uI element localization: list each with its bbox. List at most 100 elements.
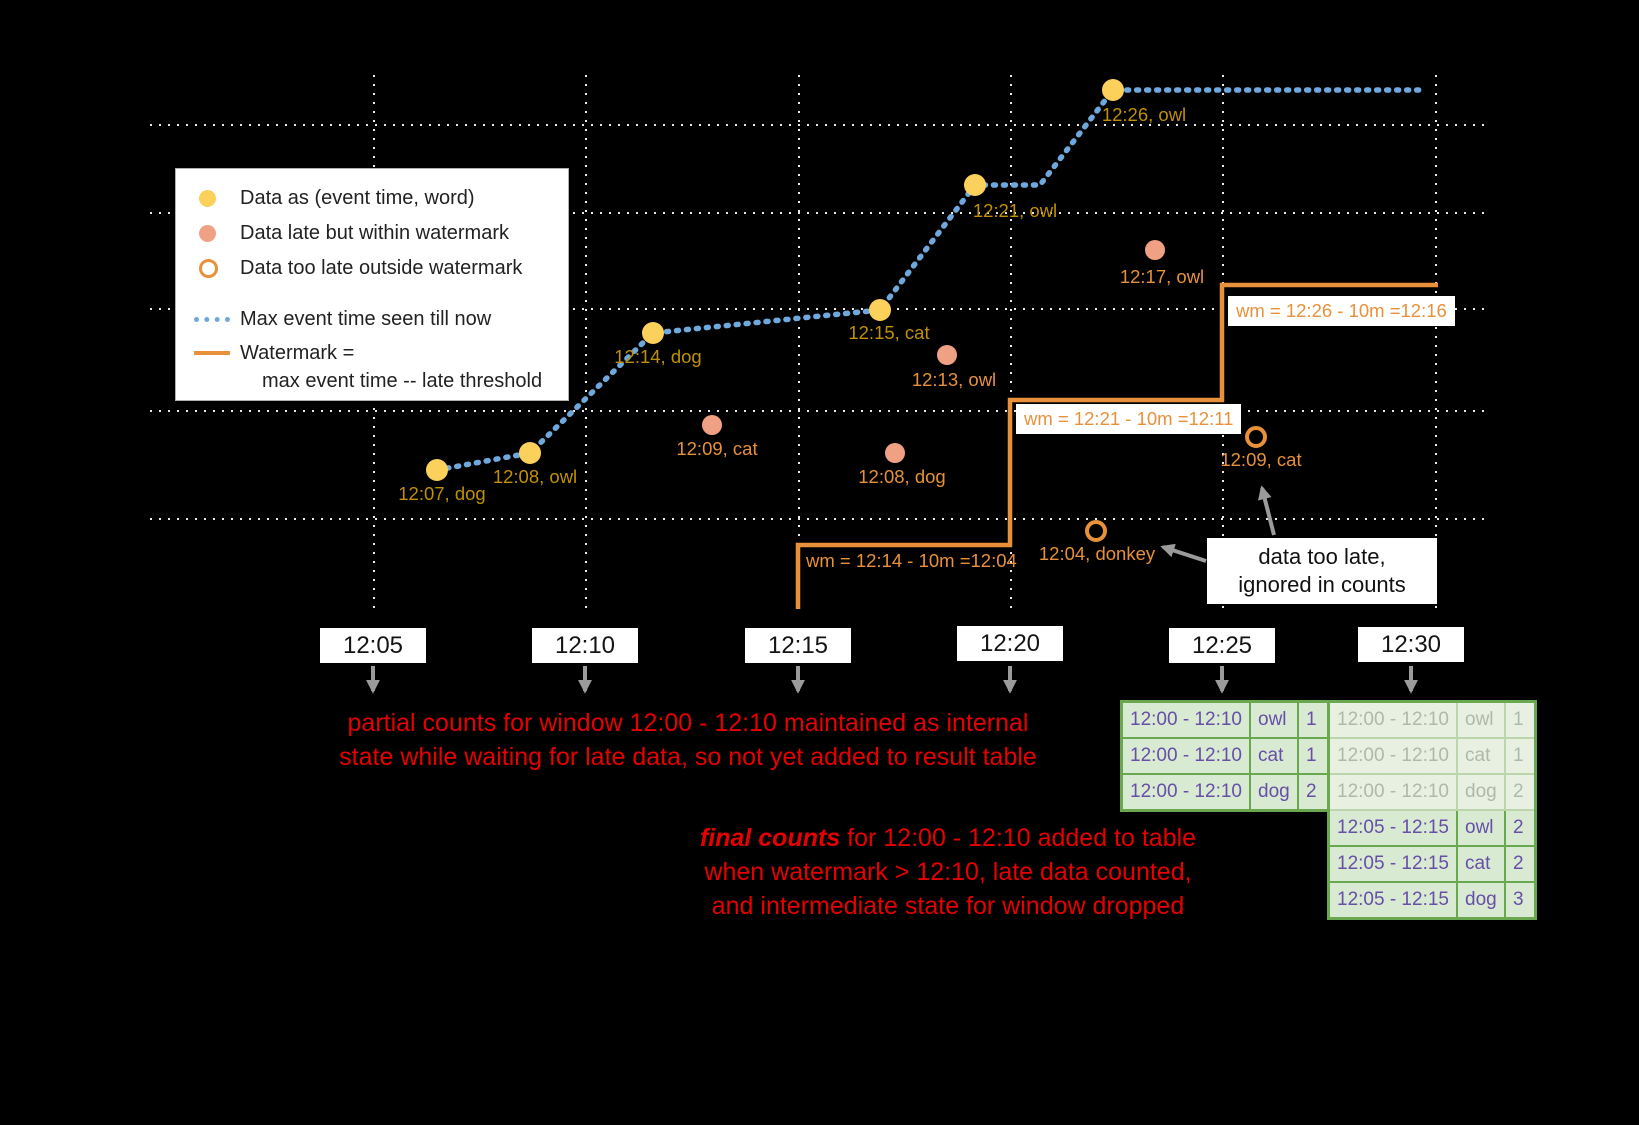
- tick-12-10: 12:10: [532, 628, 638, 663]
- event-dot-on-time: [869, 299, 891, 321]
- event-dot-on-time: [426, 459, 448, 481]
- window-cell: 12:00 - 12:10: [1120, 773, 1251, 812]
- legend-label: Data too late outside watermark: [240, 257, 523, 279]
- word-cell: owl: [1456, 809, 1506, 847]
- window-cell: 12:00 - 12:10: [1327, 773, 1458, 811]
- gridline-vertical: [1222, 75, 1224, 610]
- event-label: 12:04, donkey: [1038, 543, 1156, 564]
- too-late-note: data too late, ignored in counts: [1207, 538, 1437, 604]
- result-table-12-25: 12:00 - 12:10 owl 1 12:00 - 12:10 cat 1 …: [1120, 700, 1330, 812]
- count-cell: 2: [1504, 809, 1537, 847]
- event-dot-late: [702, 415, 722, 435]
- window-cell: 12:00 - 12:10: [1120, 737, 1251, 775]
- event-dot-too-late: [1245, 426, 1267, 448]
- too-late-circle-icon: [194, 259, 240, 278]
- event-label: 12:15, cat: [848, 322, 930, 343]
- event-label: 12:17, owl: [1119, 266, 1205, 287]
- watermark-value-label: wm = 12:21 - 10m =12:11: [1016, 404, 1242, 434]
- result-table-12-30: 12:00 - 12:10 owl 1 12:00 - 12:10 cat 1 …: [1327, 700, 1537, 920]
- event-dot-on-time: [964, 174, 986, 196]
- window-cell: 12:05 - 12:15: [1327, 881, 1458, 920]
- too-late-note-line2: ignored in counts: [1238, 572, 1406, 597]
- legend-label: Watermark = max event time -- late thres…: [240, 342, 543, 392]
- event-label: 12:14, dog: [614, 346, 702, 367]
- legend-item-late: Data late but within watermark: [194, 216, 568, 251]
- word-cell: owl: [1456, 700, 1506, 739]
- count-cell: 2: [1297, 773, 1330, 812]
- result-row: 12:00 - 12:10 dog 2: [1120, 773, 1330, 812]
- event-dot-late: [885, 443, 905, 463]
- gridline-horizontal: [150, 410, 1490, 412]
- event-label: 12:13, owl: [911, 369, 997, 390]
- result-row: 12:00 - 12:10 owl 1: [1120, 700, 1330, 739]
- event-label: 12:07, dog: [398, 483, 486, 504]
- event-dot-on-time: [1102, 79, 1124, 101]
- result-row: 12:05 - 12:15 cat 2: [1327, 845, 1537, 883]
- count-cell: 1: [1297, 737, 1330, 775]
- count-cell: 3: [1504, 881, 1537, 920]
- result-row: 12:05 - 12:15 dog 3: [1327, 881, 1537, 920]
- window-cell: 12:00 - 12:10: [1120, 700, 1251, 739]
- result-row-faded: 12:00 - 12:10 cat 1: [1327, 737, 1537, 775]
- count-cell: 2: [1504, 773, 1537, 811]
- window-cell: 12:05 - 12:15: [1327, 809, 1458, 847]
- legend-label: Max event time seen till now: [240, 308, 492, 330]
- gridline-vertical: [585, 75, 587, 610]
- legend-label: Data late but within watermark: [240, 222, 510, 244]
- word-cell: dog: [1456, 881, 1506, 920]
- legend-item-max-event-time: Max event time seen till now: [194, 302, 568, 337]
- word-cell: dog: [1456, 773, 1506, 811]
- legend-item-on-time: Data as (event time, word): [194, 181, 568, 216]
- solid-line-icon: [194, 351, 240, 355]
- word-cell: cat: [1249, 737, 1299, 775]
- window-cell: 12:05 - 12:15: [1327, 845, 1458, 883]
- tick-12-15: 12:15: [745, 628, 851, 663]
- event-dot-late: [937, 345, 957, 365]
- partial-counts-note: partial counts for window 12:00 - 12:10 …: [339, 709, 1037, 771]
- legend-label: Data as (event time, word): [240, 187, 475, 209]
- gridline-vertical: [1010, 75, 1012, 610]
- gridline-vertical: [798, 75, 800, 610]
- too-late-note-line1: data too late,: [1258, 544, 1386, 569]
- word-cell: cat: [1456, 737, 1506, 775]
- tick-12-05: 12:05: [320, 628, 426, 663]
- result-row-faded: 12:00 - 12:10 dog 2: [1327, 773, 1537, 811]
- too-late-arrow-to-cat: [1257, 485, 1276, 536]
- event-label: 12:26, owl: [1101, 104, 1187, 125]
- dotted-line-icon: [194, 317, 240, 322]
- event-dot-on-time: [642, 322, 664, 344]
- on-time-dot-icon: [194, 190, 240, 207]
- watermark-value-label: wm = 12:26 - 10m =12:16: [1228, 296, 1455, 326]
- late-dot-icon: [194, 225, 240, 242]
- tick-12-20: 12:20: [957, 626, 1063, 661]
- window-cell: 12:00 - 12:10: [1327, 700, 1458, 739]
- result-row-faded: 12:00 - 12:10 owl 1: [1327, 700, 1537, 739]
- tick-12-30: 12:30: [1358, 627, 1464, 662]
- count-cell: 1: [1297, 700, 1330, 739]
- count-cell: 1: [1504, 700, 1537, 739]
- legend-item-watermark: Watermark = max event time -- late thres…: [194, 339, 568, 395]
- count-cell: 2: [1504, 845, 1537, 883]
- final-counts-note: final counts for 12:00 - 12:10 added to …: [699, 824, 1197, 920]
- tick-12-25: 12:25: [1169, 628, 1275, 663]
- event-label: 12:08, owl: [492, 466, 578, 487]
- legend-item-too-late: Data too late outside watermark: [194, 251, 568, 286]
- legend: Data as (event time, word) Data late but…: [175, 168, 569, 401]
- event-dot-too-late: [1085, 520, 1107, 542]
- count-cell: 1: [1504, 737, 1537, 775]
- gridline-horizontal: [150, 124, 1490, 126]
- event-dot-late: [1145, 240, 1165, 260]
- gridline-vertical: [1435, 75, 1437, 610]
- watermark-value-label: wm = 12:14 - 10m =12:04: [806, 550, 1017, 571]
- word-cell: dog: [1249, 773, 1299, 812]
- window-cell: 12:00 - 12:10: [1327, 737, 1458, 775]
- word-cell: cat: [1456, 845, 1506, 883]
- result-row: 12:05 - 12:15 owl 2: [1327, 809, 1537, 847]
- event-dot-on-time: [519, 442, 541, 464]
- gridline-horizontal: [150, 518, 1490, 520]
- event-label: 12:08, dog: [858, 466, 946, 487]
- event-label: 12:09, cat: [676, 438, 758, 459]
- event-label: 12:21, owl: [972, 200, 1058, 221]
- result-row: 12:00 - 12:10 cat 1: [1120, 737, 1330, 775]
